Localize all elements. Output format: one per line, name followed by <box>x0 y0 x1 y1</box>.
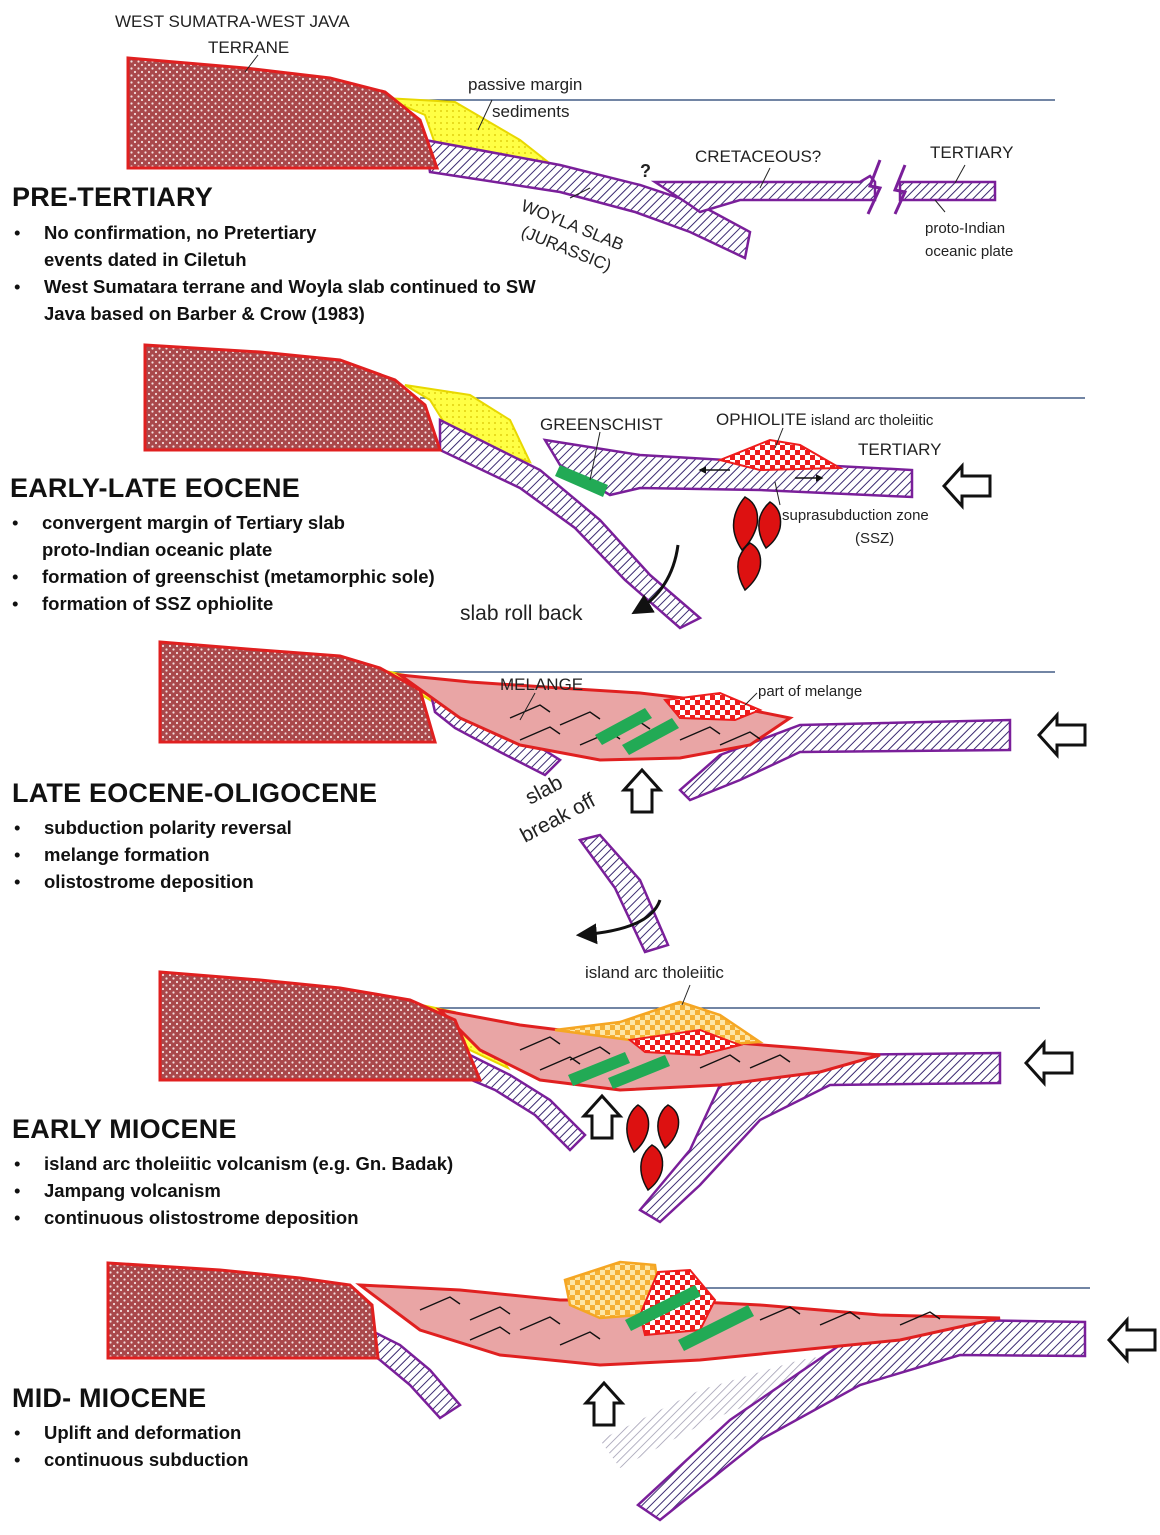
magma-drop-1 <box>734 497 758 550</box>
plate-leader <box>935 200 945 212</box>
tertiary-label: TERTIARY <box>858 440 941 459</box>
convergence-arrow <box>1026 1043 1072 1083</box>
bullet-item: formation of SSZ ophiolite <box>10 590 562 617</box>
melange-label: MELANGE <box>500 675 583 694</box>
uplift-arrow <box>624 770 660 812</box>
plate-label-line1: proto-Indian <box>925 220 1005 237</box>
stage-5-section <box>108 1262 1155 1520</box>
ssz-label-line2: (SSZ) <box>855 530 894 547</box>
stage-2-bullets: convergent margin of Tertiary slab proto… <box>10 509 570 617</box>
terrane-label-line2: TERRANE <box>208 38 289 57</box>
stage-1-title: PRE-TERTIARY <box>12 182 213 213</box>
bullet-item: continuous subduction <box>12 1446 492 1473</box>
part-melange-leader <box>745 693 757 705</box>
bullet-item: continuous olistostrome deposition <box>12 1204 552 1231</box>
terrane-block <box>160 642 435 742</box>
tertiary-leader <box>955 165 965 183</box>
tertiary-label: TERTIARY <box>930 143 1013 162</box>
ssz-label-line1: suprasubduction zone <box>782 507 929 524</box>
bullet-item: Jampang volcanism <box>12 1177 552 1204</box>
convergence-arrow <box>1039 715 1085 755</box>
cretaceous-label: CRETACEOUS? <box>695 147 821 166</box>
bullet-item: subduction polarity reversal <box>12 814 492 841</box>
convergence-arrow <box>1109 1320 1155 1360</box>
convergence-arrow <box>944 466 990 506</box>
passive-margin-label-line2: sediments <box>492 102 569 121</box>
bullet-item: Uplift and deformation <box>12 1419 492 1446</box>
stage-5-title: MID- MIOCENE <box>12 1383 206 1414</box>
ophiolite-label-main: OPHIOLITE <box>716 410 807 429</box>
question-mark: ? <box>640 161 651 181</box>
stage-4-bullets: island arc tholeiitic volcanism (e.g. Gn… <box>12 1150 552 1231</box>
arc-label: island arc tholeiitic <box>585 963 724 982</box>
ophiolite-label-suffix: island arc tholeiitic <box>807 412 934 429</box>
passive-margin-label-line1: passive margin <box>468 75 582 94</box>
ophiolite-label: OPHIOLITE island arc tholeiitic <box>716 410 934 429</box>
greenschist-label: GREENSCHIST <box>540 415 663 434</box>
arc-leader <box>682 985 690 1005</box>
magma-drop-2 <box>658 1105 679 1148</box>
stage-2-title: EARLY-LATE EOCENE <box>10 473 300 504</box>
bullet-item: West Sumatara terrane and Woyla slab con… <box>12 273 554 327</box>
magma-drop-2 <box>759 502 781 548</box>
uplift-arrow <box>584 1096 620 1138</box>
bullet-item: island arc tholeiitic volcanism (e.g. Gn… <box>12 1150 552 1177</box>
magma-drop-1 <box>627 1105 649 1152</box>
bullet-item: olistostrome deposition <box>12 868 492 895</box>
magma-drop-3 <box>641 1145 663 1190</box>
terrane-block <box>108 1263 378 1358</box>
bullet-item: formation of greenschist (metamorphic so… <box>10 563 562 590</box>
bullet-item: No confirmation, no Pretertiary events d… <box>12 219 374 273</box>
terrane-block <box>160 972 480 1080</box>
tertiary-plate <box>900 182 995 200</box>
plate-label-line2: oceanic plate <box>925 243 1013 260</box>
stage-3-bullets: subduction polarity reversal melange for… <box>12 814 492 895</box>
bullet-item: convergent margin of Tertiary slab proto… <box>10 509 372 563</box>
bullet-item: melange formation <box>12 841 492 868</box>
stage-5-bullets: Uplift and deformation continuous subduc… <box>12 1419 492 1473</box>
terrane-block <box>128 58 437 168</box>
old-slab-stub <box>365 1330 460 1418</box>
stage-4-title: EARLY MIOCENE <box>12 1114 237 1145</box>
uplift-arrow <box>586 1383 622 1425</box>
part-of-melange-label: part of melange <box>758 683 862 700</box>
terrane-block <box>145 345 440 450</box>
ophiolite-body <box>720 440 840 470</box>
stage-1-bullets: No confirmation, no Pretertiary events d… <box>12 219 572 327</box>
terrane-label-line1: WEST SUMATRA-WEST JAVA <box>115 12 350 31</box>
stage-3-title: LATE EOCENE-OLIGOCENE <box>12 778 377 809</box>
